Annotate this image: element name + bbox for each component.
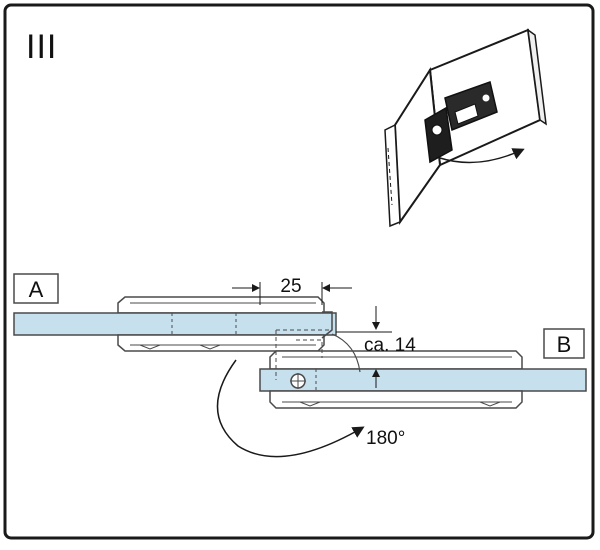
glass-panel-b (259, 350, 587, 409)
dimension-offset: ca. 14 (336, 306, 416, 388)
dimension-width: 25 (232, 276, 352, 305)
clamp-a-top (117, 296, 325, 314)
hinge-3d-illustration (384, 28, 547, 228)
hinge-linkage (275, 311, 361, 380)
plate-screw-icon (482, 94, 490, 102)
label-b-box: B (543, 328, 585, 359)
swing-arrow-icon (439, 148, 525, 164)
glass-panel-a (13, 296, 337, 352)
glass-b (259, 368, 587, 392)
dimension-width-label: 25 (280, 276, 301, 297)
label-a: A (29, 277, 44, 302)
rotation-indicator: 180° (216, 359, 405, 458)
clamp-b-bottom (269, 390, 523, 409)
rotation-label: 180° (366, 428, 405, 449)
rotation-arrow-icon (216, 359, 365, 458)
glass-a (13, 312, 337, 336)
label-b: B (557, 332, 572, 357)
step-label: III (26, 28, 57, 66)
label-a-box: A (13, 273, 59, 304)
dimension-offset-label: ca. 14 (364, 335, 416, 356)
